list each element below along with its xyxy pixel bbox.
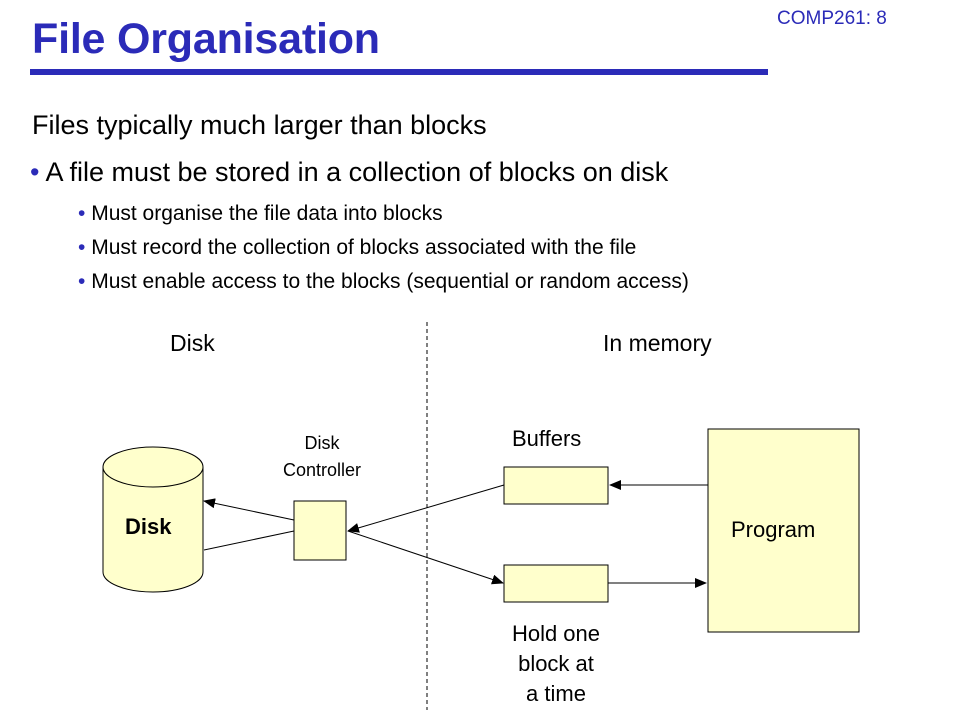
bullet-dot-icon: • — [78, 270, 86, 293]
bullet-dot-icon: • — [78, 202, 86, 225]
arrow-controller-to-buffer — [347, 530, 504, 585]
controller-box — [293, 500, 347, 561]
bullet-dot-icon: • — [30, 157, 40, 187]
disk-label: Disk — [125, 514, 172, 539]
sub-bullet: • Must record the collection of blocks a… — [78, 236, 636, 260]
side-label-disk: Disk — [170, 330, 215, 356]
program-box — [707, 428, 860, 633]
slide-heading: Files typically much larger than blocks — [32, 110, 487, 140]
main-bullet: • A file must be stored in a collection … — [30, 157, 668, 188]
side-label-memory: In memory — [603, 330, 712, 356]
sub-bullet-text: Must organise the file data into blocks — [91, 202, 443, 225]
title-underline — [30, 69, 768, 75]
sub-bullet: • Must enable access to the blocks (sequ… — [78, 270, 689, 294]
buffer-box — [503, 466, 609, 505]
hold-label: Hold one block at a time — [478, 619, 634, 709]
controller-label: Disk Controller — [262, 430, 382, 484]
line-disk-to-controller — [203, 530, 295, 551]
slide-title: File Organisation — [32, 15, 380, 63]
arrow-buffer-to-controller — [347, 484, 505, 533]
main-bullet-text: A file must be stored in a collection of… — [45, 157, 669, 187]
sub-bullet: • Must organise the file data into block… — [78, 202, 443, 226]
disk-cylinder-icon — [102, 446, 204, 593]
controller-label-line: Disk — [304, 433, 340, 453]
buffer-box — [503, 564, 609, 603]
hold-label-line: block at — [518, 651, 594, 676]
arrow-controller-to-disk — [203, 498, 295, 521]
program-label: Program — [731, 517, 816, 542]
controller-label-line: Controller — [282, 460, 362, 480]
course-label: COMP261: 8 — [777, 8, 887, 29]
bullet-dot-icon: • — [78, 236, 86, 259]
buffers-label: Buffers — [512, 426, 582, 451]
hold-label-line: a time — [526, 681, 586, 706]
sub-bullet-text: Must enable access to the blocks (sequen… — [91, 270, 689, 293]
sub-bullet-text: Must record the collection of blocks ass… — [91, 236, 637, 259]
hold-label-line: Hold one — [511, 621, 601, 646]
